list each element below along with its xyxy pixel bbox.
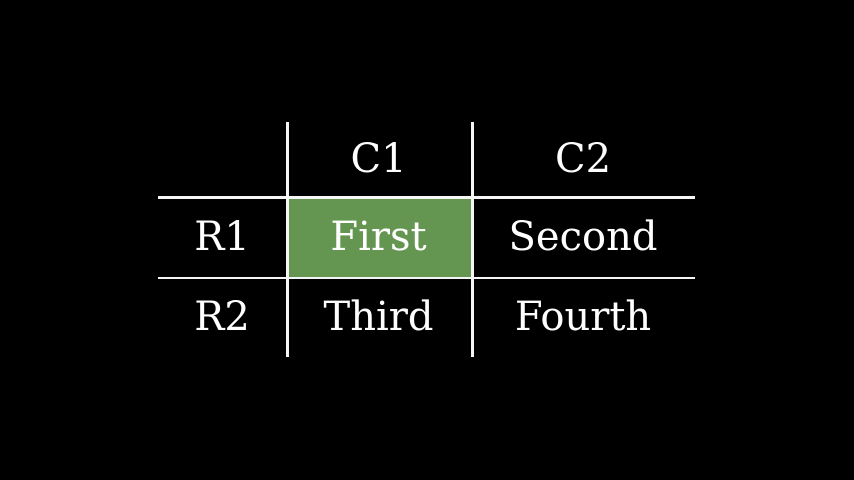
column-header-c1: C1 bbox=[350, 136, 407, 182]
column-divider-line-1 bbox=[286, 122, 289, 357]
table-cell-r1c1-highlighted: First bbox=[286, 196, 471, 277]
table-cell-r2c1: Third bbox=[323, 294, 434, 340]
header-divider-line bbox=[158, 196, 695, 199]
table-cell-r1c2: Second bbox=[508, 213, 658, 260]
row-header-r1: R1 bbox=[194, 213, 250, 260]
column-divider-line-2 bbox=[471, 122, 474, 357]
table-cell-r2c2: Fourth bbox=[514, 294, 652, 340]
table-grid: C1 C2 R1 First Second R2 Third Fourth bbox=[158, 122, 695, 357]
data-table: C1 C2 R1 First Second R2 Third Fourth bbox=[158, 122, 695, 357]
row-divider-line bbox=[158, 276, 695, 279]
table-corner-cell bbox=[158, 122, 286, 196]
column-header-c2: C2 bbox=[554, 136, 612, 182]
row-header-r2: R2 bbox=[194, 294, 250, 340]
